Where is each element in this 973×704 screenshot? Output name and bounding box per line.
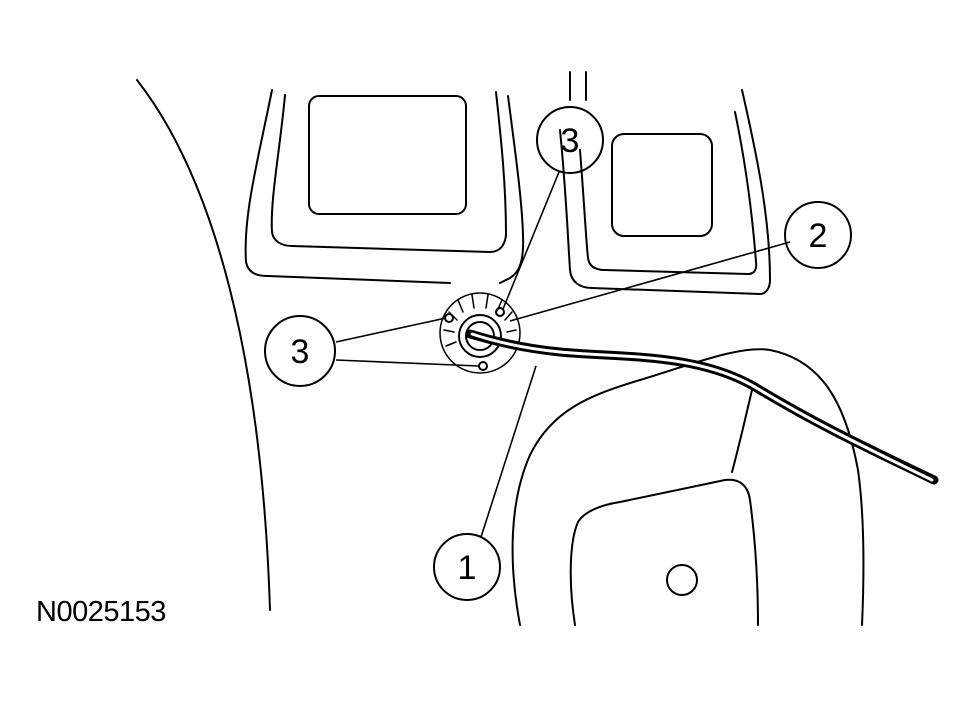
lower-panel-hole [666, 564, 698, 596]
upper-right-panel-window [611, 133, 713, 237]
grommet-ring-outer [458, 314, 502, 358]
upper-right-panel-inner [579, 111, 758, 275]
callout-3-top: 3 [536, 106, 604, 174]
screw-left [444, 313, 454, 323]
upper-right-panel-outline [559, 89, 771, 295]
antenna-cable [465, 329, 939, 485]
mounting-plate [439, 292, 521, 374]
callout-3-left: 3 [264, 315, 336, 387]
center-divider-lines [569, 71, 587, 101]
leader-1 [480, 365, 537, 538]
body-outer-edge [136, 79, 271, 611]
leader-2 [509, 241, 791, 322]
callout-2: 2 [784, 201, 852, 269]
upper-left-panel-inner [270, 91, 507, 253]
callout-3-top-label: 3 [561, 122, 580, 160]
callout-3-left-label: 3 [291, 333, 310, 371]
screw-bottom [478, 361, 488, 371]
antenna-cable-core [470, 332, 934, 482]
callout-2-label: 2 [809, 217, 828, 255]
figure-id: N0025153 [36, 596, 166, 628]
upper-left-panel-outline [244, 89, 525, 284]
lower-panel-edge [731, 389, 753, 473]
screw-top-right [495, 307, 505, 317]
upper-left-panel-window [308, 95, 467, 215]
leader-3-left-upper [335, 317, 447, 343]
leader-3-left-lower [335, 359, 480, 367]
leader-3-top [502, 171, 560, 310]
lower-panel-outline [511, 348, 865, 626]
callout-1-label: 1 [458, 549, 477, 587]
callout-1: 1 [433, 533, 501, 601]
lower-panel-recess [569, 478, 759, 626]
